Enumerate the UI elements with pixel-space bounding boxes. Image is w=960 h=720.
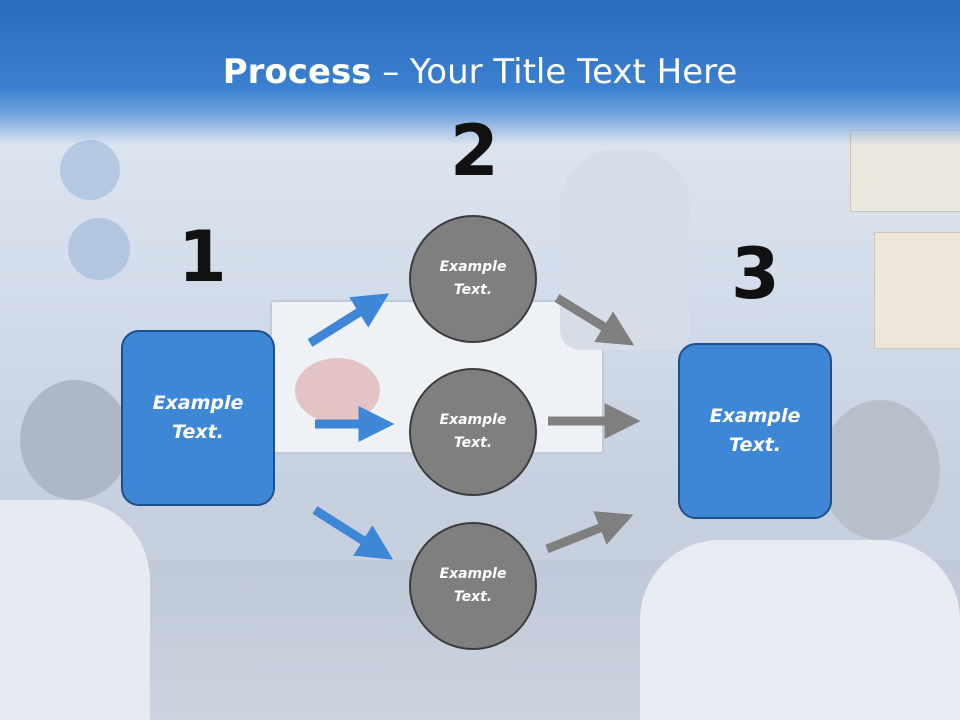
background-poster [874, 232, 960, 349]
step-3-text: Example Text. [709, 405, 801, 456]
step-3-box: Example Text. [678, 343, 832, 519]
arrow-right-icon [312, 506, 394, 560]
background-teacher [560, 150, 690, 350]
step-number-3: 3 [731, 233, 780, 315]
title-rest: – Your Title Text Here [371, 52, 738, 92]
circle-text: Example Text. [439, 566, 507, 605]
background-decoration [68, 218, 130, 280]
slide-title: Process – Your Title Text Here [0, 52, 960, 92]
arrow-right-icon [545, 511, 634, 554]
background-decoration [60, 140, 120, 200]
step-1-box: Example Text. [121, 330, 275, 506]
step-2-circle-bottom: Example Text. [409, 522, 537, 650]
step-number-1: 1 [178, 216, 227, 298]
circle-text: Example Text. [439, 412, 507, 451]
background-student [640, 540, 960, 720]
background-student [820, 400, 940, 540]
circle-text: Example Text. [439, 259, 507, 298]
step-2-circle-middle: Example Text. [409, 368, 537, 496]
step-1-text: Example Text. [152, 392, 244, 443]
background-decoration [295, 358, 380, 423]
step-2-circle-top: Example Text. [409, 215, 537, 343]
background-student [0, 500, 150, 720]
background-student [20, 380, 130, 500]
title-bold: Process [222, 52, 372, 92]
title-band [0, 0, 960, 145]
step-number-2: 2 [450, 110, 499, 192]
